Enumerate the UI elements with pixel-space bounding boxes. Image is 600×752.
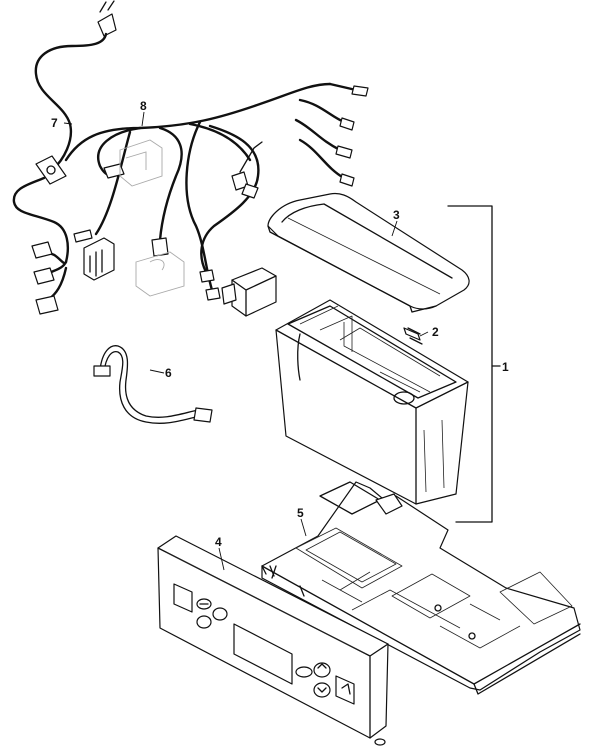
part-5-base-tray — [261, 481, 581, 695]
callout-2: 2 — [432, 325, 439, 339]
callout-3: 3 — [393, 208, 400, 222]
callout-8: 8 — [140, 99, 147, 113]
part-4-control-panel — [157, 535, 389, 746]
callout-4: 4 — [215, 535, 222, 549]
leader-lines — [63, 111, 429, 571]
part-6-ribbon-cable — [93, 345, 213, 424]
part-3-lid — [267, 192, 470, 313]
bracket-part-1 — [447, 205, 501, 523]
callout-7: 7 — [51, 116, 58, 130]
part-7-power-cord — [12, 0, 117, 315]
part-8-wiring-harness — [64, 82, 369, 317]
callout-1: 1 — [502, 360, 509, 374]
callout-6: 6 — [165, 366, 172, 380]
part-1-water-tank — [275, 299, 469, 505]
callout-5: 5 — [297, 506, 304, 520]
part-2-fuse — [403, 327, 423, 345]
